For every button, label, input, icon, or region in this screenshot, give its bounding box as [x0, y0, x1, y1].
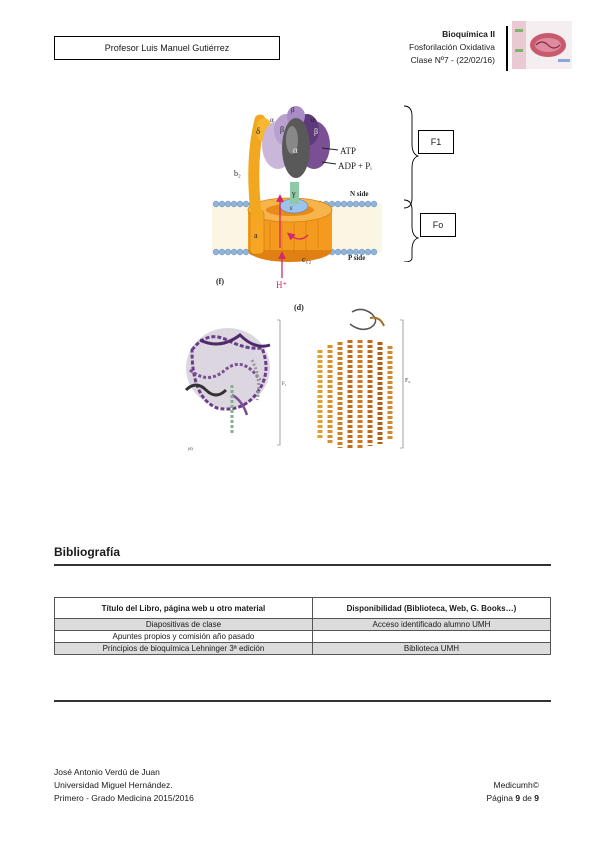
bibliography-table: Título del Libro, página web u otro mate…	[54, 597, 552, 655]
footer-university: Universidad Miguel Hernández.	[54, 780, 173, 790]
rotation-arrow	[286, 232, 309, 241]
footer-right: Medicumh© Página 9 de 9	[487, 779, 540, 805]
footer-course: Primero - Grado Medicina 2015/2016	[54, 793, 194, 803]
f1-label-box: F1	[418, 130, 454, 154]
table-row: Diapositivas de clase Acceso identificad…	[54, 618, 552, 631]
table-cell-material: Principios de bioquímica Lehninger 3ª ed…	[54, 642, 313, 655]
table-cell-availability: Biblioteca UMH	[311, 642, 552, 655]
bibliography-top-rule	[54, 564, 551, 566]
professor-name: Profesor Luis Manuel Gutiérrez	[104, 43, 230, 53]
f1-head	[262, 106, 330, 178]
fo-crystal-structure: F₀	[317, 308, 410, 449]
table-row: Apuntes propios y comisión año pasado	[54, 630, 552, 643]
label-atp: ATP	[340, 146, 356, 156]
label-alpha-3: α	[311, 116, 315, 124]
f1-fo-brace	[403, 105, 420, 262]
class-info: Clase Nº7 - (22/02/16)	[410, 55, 495, 65]
label-adp: ADP + Pᵢ	[338, 161, 372, 171]
table-row: Principios de bioquímica Lehninger 3ª ed…	[54, 642, 552, 655]
footer-author: José Antonio Verdú de Juan	[54, 767, 160, 777]
label-h-plus: H⁺	[276, 280, 287, 290]
label-b2: b₂	[234, 169, 241, 178]
table-header-availability: Disponibilidad (Biblioteca, Web, G. Book…	[311, 597, 552, 619]
label-beta-2: β	[291, 106, 295, 114]
footer-left: José Antonio Verdú de Juan Universidad M…	[54, 766, 194, 805]
atp-arrow	[321, 147, 339, 151]
page-total: 9	[534, 793, 539, 803]
professor-box: Profesor Luis Manuel Gutiérrez	[54, 36, 280, 60]
label-beta-1: β	[280, 125, 284, 134]
label-alpha-1: α	[270, 116, 274, 124]
page-prefix: Página	[486, 793, 516, 803]
label-c12: c₁₂	[302, 255, 311, 264]
label-fo-small: F₀	[405, 378, 410, 384]
table-cell-availability: Acceso identificado alumno UMH	[311, 618, 552, 631]
table-cell-availability	[311, 630, 552, 643]
page-of: de	[520, 793, 535, 803]
label-p-side: P side	[348, 254, 365, 262]
adp-arrow	[321, 161, 337, 165]
page-number: 9	[515, 793, 521, 803]
label-a: a	[254, 231, 258, 240]
table-header-row: Título del Libro, página web u otro mate…	[54, 597, 552, 619]
f1-crystal-structure: F₁ (d)	[184, 319, 287, 451]
label-epsilon: ε	[290, 204, 293, 212]
atp-synthase-diagram: δ α β α β α β γ ε b₂ a c₁₂ ATP ADP + Pᵢ …	[212, 106, 382, 290]
header-thumbnail-image	[512, 21, 572, 69]
label-panel-d-small: (d)	[188, 446, 193, 451]
label-panel-f: (f)	[216, 277, 224, 286]
table-cell-material: Apuntes propios y comisión año pasado	[54, 630, 313, 643]
label-alpha-2: α	[293, 145, 298, 155]
header-info: Bioquímica II Fosforilación Oxidativa Cl…	[409, 28, 495, 67]
f1-label: F1	[430, 137, 442, 147]
bibliography-bottom-rule	[54, 700, 551, 702]
label-n-side: N side	[350, 190, 368, 198]
fo-label: Fo	[432, 220, 444, 230]
atp-synthase-structure-figure: (d) F₁ (d) F₀	[184, 303, 410, 451]
label-beta-3: β	[314, 127, 318, 136]
footer-page: Página 9 de 9	[487, 792, 540, 805]
bibliography-title: Bibliografía	[54, 545, 121, 559]
header-divider	[506, 26, 508, 71]
label-gamma: γ	[291, 189, 296, 198]
subject-title: Bioquímica II	[442, 29, 495, 39]
fo-label-box: Fo	[420, 213, 456, 237]
footer-brand: Medicumh©	[493, 780, 539, 790]
label-f1-small: F₁	[282, 382, 287, 387]
table-cell-material: Diapositivas de clase	[54, 618, 313, 631]
gamma-subunit	[290, 182, 299, 204]
label-delta: δ	[256, 126, 260, 136]
label-panel-d: (d)	[294, 303, 304, 312]
table-header-material: Título del Libro, página web u otro mate…	[54, 597, 313, 619]
topic-title: Fosforilación Oxidativa	[409, 42, 495, 52]
